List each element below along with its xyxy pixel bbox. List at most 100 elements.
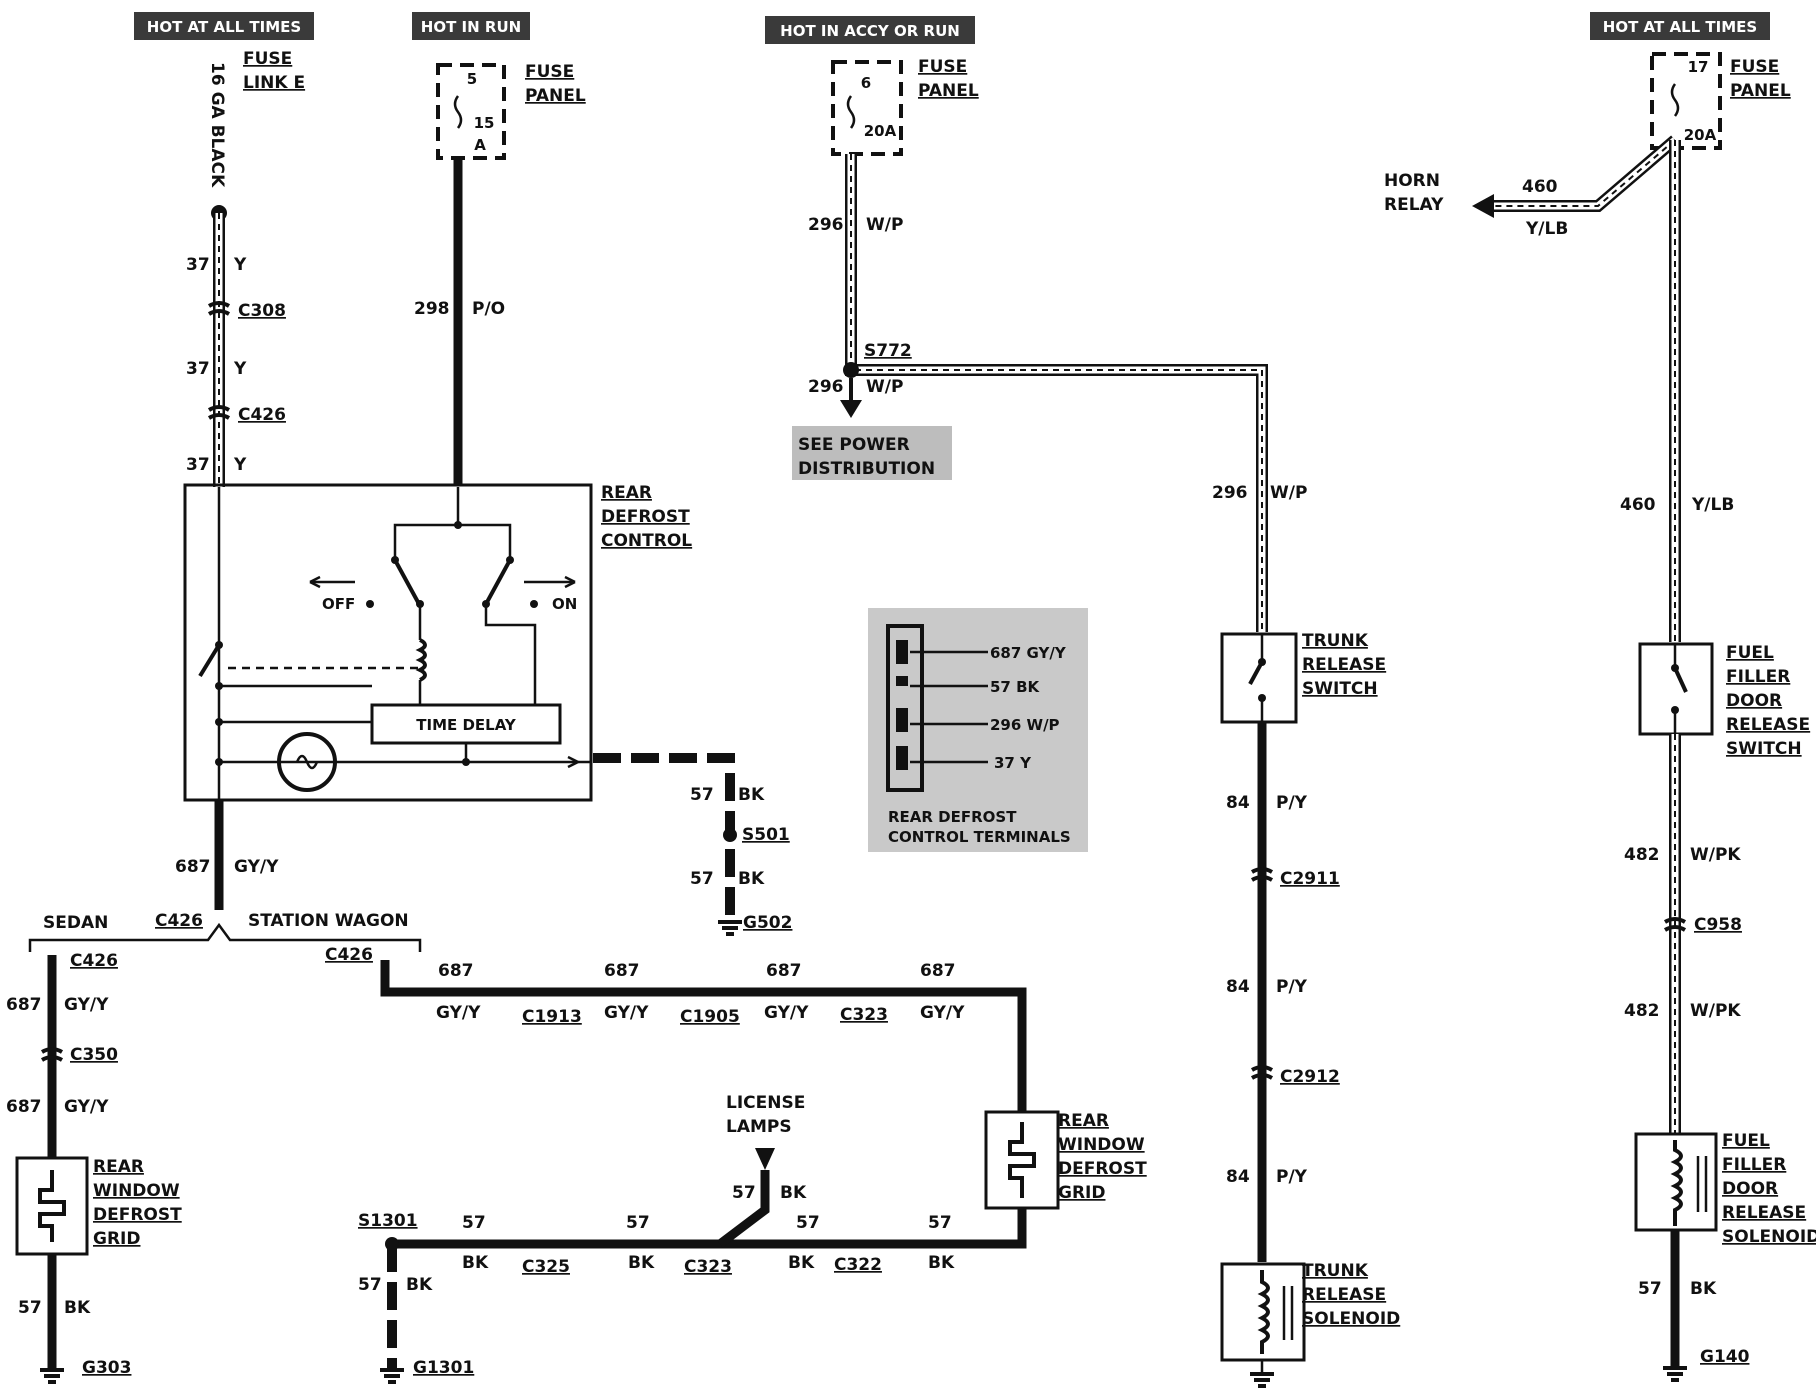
fuse-5-suffix: A <box>474 136 486 154</box>
trunk-switch-icon <box>1248 634 1266 722</box>
defrost-grid-sedan-icon <box>15 1156 89 1256</box>
fuse-17-pin: 17 <box>1688 58 1709 76</box>
ground-g1301-icon <box>380 1368 404 1384</box>
connector-c426-branch: C426 <box>155 911 203 931</box>
wire-482-color-1: W/PK <box>1690 845 1741 865</box>
splice-s772-dot <box>843 362 859 378</box>
defrost-grid-wagon-label-4: GRID <box>1058 1183 1105 1203</box>
terminals-caption-2: CONTROL TERMINALS <box>888 828 1071 846</box>
fuel-solenoid-label-4: RELEASE <box>1722 1203 1806 1223</box>
svg-text:HOT IN ACCY OR RUN: HOT IN ACCY OR RUN <box>780 22 960 40</box>
connector-c2911: C2911 <box>1280 869 1340 889</box>
wire-57-lamps <box>717 1170 770 1248</box>
rear-defrost-control-label-2: DEFROST <box>601 507 690 527</box>
wire-37-num-2: 37 <box>186 359 210 379</box>
wire-687-sedan-num-1: 687 <box>6 995 42 1015</box>
wire-57-b2-color: BK <box>628 1253 655 1273</box>
fuel-switch-label-5: SWITCH <box>1726 739 1802 759</box>
wire-37-num-3: 37 <box>186 455 210 475</box>
wire-296-color-3: W/P <box>1270 483 1307 503</box>
defrost-grid-sedan-label-3: DEFROST <box>93 1205 182 1225</box>
wire-482-num-1: 482 <box>1624 845 1660 865</box>
wire-57-g140-color: BK <box>1690 1279 1717 1299</box>
ground-trunk-solenoid-icon <box>1250 1360 1274 1388</box>
wire-687-wagon <box>380 960 1027 1112</box>
horn-relay-label-1: HORN <box>1384 171 1440 191</box>
wire-57-g140-num: 57 <box>1638 1279 1662 1299</box>
fuel-switch-label-1: FUEL <box>1726 643 1774 663</box>
wire-687-sedan-color-1: GY/Y <box>64 995 109 1015</box>
wire-460-horn <box>1490 135 1679 212</box>
fuel-switch-label-2: FILLER <box>1726 667 1790 687</box>
fuse-link-gauge: 16 GA BLACK <box>207 62 227 188</box>
terminals-inset <box>868 608 1088 852</box>
wire-687-sedan-num-2: 687 <box>6 1097 42 1117</box>
power-dist-arrow-icon <box>840 400 862 418</box>
wire-84-color-1: P/Y <box>1276 793 1308 813</box>
time-delay-label: TIME DELAY <box>416 716 517 734</box>
fuel-solenoid-icon <box>1634 1132 1718 1232</box>
terminal-687: 687 GY/Y <box>990 644 1067 662</box>
trunk-solenoid-label-3: SOLENOID <box>1302 1309 1400 1329</box>
svg-text:HOT AT ALL TIMES: HOT AT ALL TIMES <box>1603 18 1757 36</box>
fuel-solenoid-label-1: FUEL <box>1722 1131 1770 1151</box>
wire-84-num-3: 84 <box>1226 1167 1250 1187</box>
wire-687-wagon-color-4: GY/Y <box>920 1003 965 1023</box>
horn-relay-arrow-icon <box>1472 194 1494 218</box>
trunk-solenoid-label-1: TRUNK <box>1302 1261 1369 1281</box>
wire-57-g1301-num: 57 <box>358 1275 382 1295</box>
wire-298-color: P/O <box>472 299 505 319</box>
terminals-caption-1: REAR DEFROST <box>888 808 1017 826</box>
wire-37-color-1: Y <box>233 255 247 275</box>
header-hot-at-all-times-1: HOT AT ALL TIMES <box>134 12 314 40</box>
wire-57-b3-color: BK <box>788 1253 815 1273</box>
header-hot-in-run: HOT IN RUN <box>412 12 530 40</box>
sedan-wagon-bracket <box>28 922 422 952</box>
ground-g303-icon <box>40 1368 64 1384</box>
wire-296-num-3: 296 <box>1212 483 1248 503</box>
wire-687-wagon-color-1: GY/Y <box>436 1003 481 1023</box>
wire-84-color-2: P/Y <box>1276 977 1308 997</box>
header-hot-in-accy-or-run: HOT IN ACCY OR RUN <box>765 16 975 44</box>
defrost-grid-sedan-label-1: REAR <box>93 1157 144 1177</box>
wire-687-wagon-num-4: 687 <box>920 961 956 981</box>
connector-c958-symbol <box>1663 917 1687 932</box>
wire-57-b1-num: 57 <box>462 1213 486 1233</box>
horn-relay-label-2: RELAY <box>1384 195 1444 215</box>
wire-57-s501-num-2: 57 <box>690 869 714 889</box>
header-hot-at-all-times-2: HOT AT ALL TIMES <box>1590 12 1770 40</box>
wire-57-b2-num: 57 <box>626 1213 650 1233</box>
defrost-grid-wagon-icon <box>984 1110 1060 1210</box>
wire-296-num-1: 296 <box>808 215 844 235</box>
fuse-5-box <box>436 63 506 160</box>
connector-c2911-symbol <box>1250 867 1274 882</box>
trunk-switch-label-3: SWITCH <box>1302 679 1378 699</box>
sedan-label: SEDAN <box>43 913 108 933</box>
license-lamps-label-2: LAMPS <box>726 1117 792 1137</box>
connector-c426-1: C426 <box>238 405 286 425</box>
connector-c350: C350 <box>70 1045 118 1065</box>
connector-c2912: C2912 <box>1280 1067 1340 1087</box>
splice-s772: S772 <box>864 341 912 361</box>
off-label: OFF <box>322 595 355 613</box>
see-power-label-2: DISTRIBUTION <box>798 459 935 479</box>
wire-57-s501-color-2: BK <box>738 869 765 889</box>
fuse-17-label-2: PANEL <box>1730 81 1791 101</box>
ground-g1301: G1301 <box>413 1358 474 1378</box>
fuse-17-box <box>1650 52 1722 150</box>
fuse-6-box <box>831 60 903 156</box>
wire-37-color-2: Y <box>233 359 247 379</box>
wire-84-color-3: P/Y <box>1276 1167 1308 1187</box>
station-wagon-label: STATION WAGON <box>248 911 409 931</box>
svg-text:HOT AT ALL TIMES: HOT AT ALL TIMES <box>147 18 301 36</box>
wire-57-wagon-bottom <box>392 1208 1027 1249</box>
fuse-6-label-2: PANEL <box>918 81 979 101</box>
wire-37-num-1: 37 <box>186 255 210 275</box>
wire-57-b4-num: 57 <box>928 1213 952 1233</box>
wire-57-lamps-color: BK <box>780 1183 807 1203</box>
wire-687-main-color: GY/Y <box>234 857 279 877</box>
wire-460-horn-color: Y/LB <box>1525 219 1568 239</box>
wire-57-g303-num: 57 <box>18 1298 42 1318</box>
connector-c323-lamps: C323 <box>684 1257 732 1277</box>
